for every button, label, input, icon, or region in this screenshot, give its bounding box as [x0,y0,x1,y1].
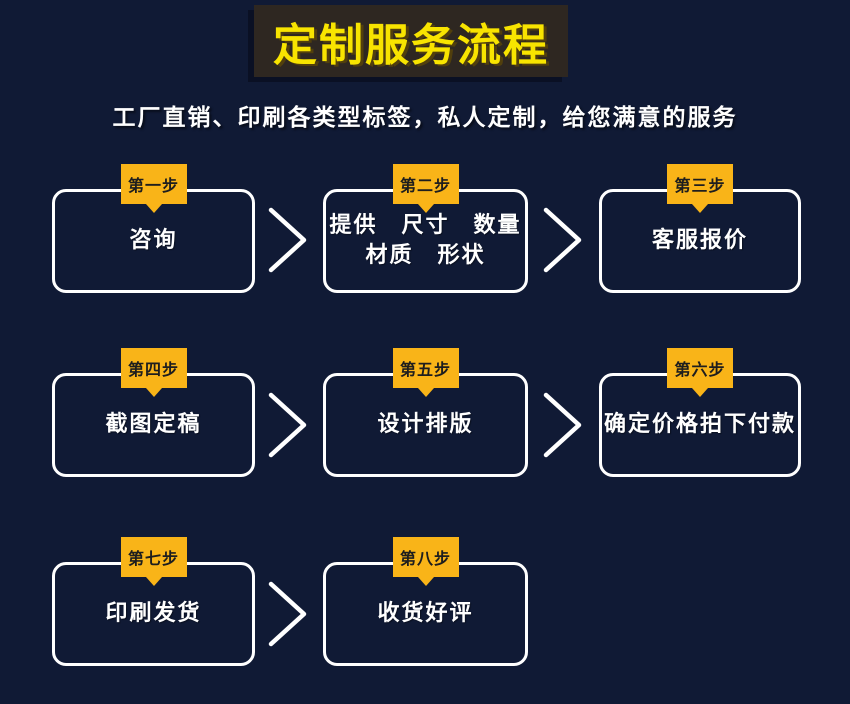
step-badge: 第五步 [392,348,459,388]
step-box-3: 第三步 客服报价 [599,164,801,293]
step-content: 客服报价 [652,226,748,256]
arrow-right-icon [268,392,307,458]
step-text-line: 确定价格拍下付款 [603,412,796,438]
step-content: 设计排版 [377,410,473,440]
step-badge-label: 第三步 [674,176,726,195]
step-box-8: 第八步 收货好评 [323,537,528,666]
step-text-line: 材质 形状 [365,243,486,268]
step-badge-label: 第一步 [127,176,179,195]
step-content: 收货好评 [377,599,473,629]
step-text-line: 收货好评 [377,601,474,627]
step-content: 确定价格拍下付款 [604,410,796,440]
step-box-7: 第七步 印刷发货 [52,537,255,666]
step-box-6: 第六步 确定价格拍下付款 [599,348,801,477]
step-badge: 第一步 [120,164,187,204]
step-badge: 第三步 [667,164,733,204]
step-text-line: 咨询 [129,228,178,254]
step-text-line: 提供 尺寸 数量 [329,213,522,239]
step-badge-label: 第二步 [399,176,451,195]
step-text-line: 截图定稿 [105,412,202,438]
step-badge-label: 第四步 [127,360,179,379]
step-badge: 第二步 [392,164,459,204]
step-content: 截图定稿 [105,410,201,440]
arrow-right-icon [543,392,582,458]
step-badge: 第六步 [667,348,733,388]
arrow-right-icon [268,207,307,273]
step-box-1: 第一步 咨询 [52,164,255,293]
step-badge-label: 第五步 [399,360,451,379]
step-content: 印刷发货 [105,599,201,629]
step-badge: 第四步 [120,348,187,388]
arrow-right-icon [268,581,307,647]
step-box-5: 第五步 设计排版 [323,348,528,477]
step-content: 咨询 [129,226,177,256]
step-badge: 第七步 [120,537,187,577]
page-title: 定制服务流程 [273,20,549,71]
step-badge-label: 第七步 [127,549,179,568]
step-content: 提供 尺寸 数量 材质 形状 [329,211,521,270]
step-box-4: 第四步 截图定稿 [52,348,255,477]
step-box-2: 第二步 提供 尺寸 数量 材质 形状 [323,164,528,293]
step-badge-label: 第六步 [674,360,726,379]
step-badge: 第八步 [392,537,459,577]
step-text-line: 印刷发货 [105,601,202,627]
step-text-line: 设计排版 [377,412,474,438]
step-text-line: 客服报价 [651,228,748,254]
step-badge-label: 第八步 [399,549,451,568]
subtitle: 工厂直销、印刷各类型标签，私人定制，给您满意的服务 [112,105,738,131]
arrow-right-icon [543,207,582,273]
title-banner: 定制服务流程 [254,5,568,77]
